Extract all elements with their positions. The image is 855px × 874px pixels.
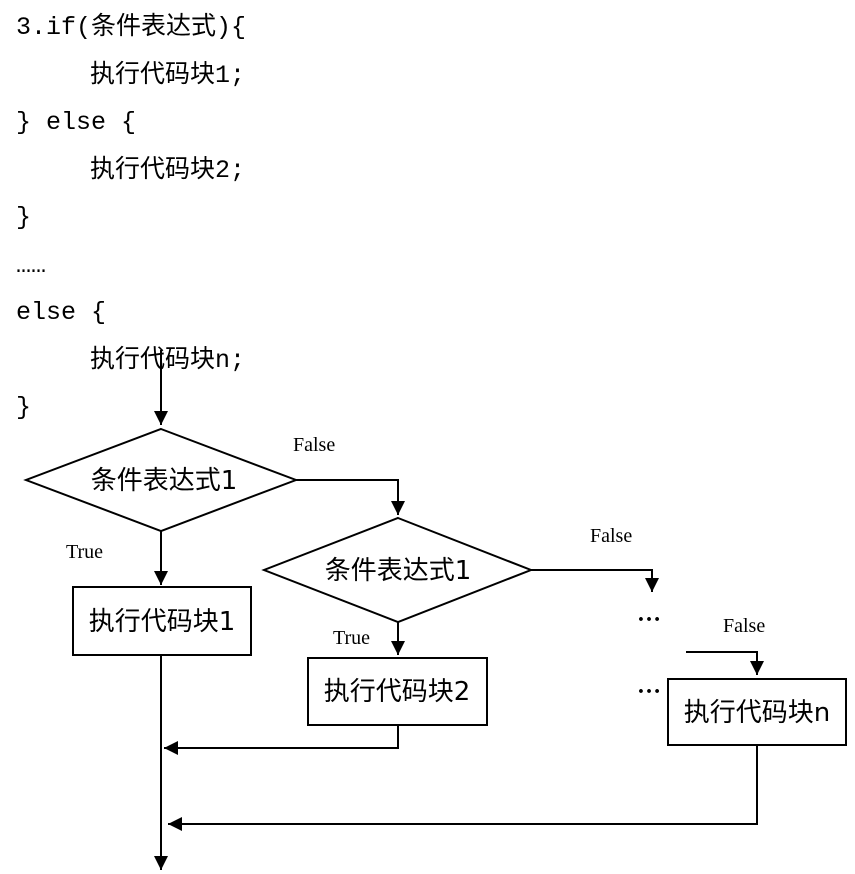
code-snippet: 3.if(条件表达式){ 执行代码块1; } else { 执行代码块2; } …: [16, 4, 246, 432]
code-line-final-brace: }: [16, 393, 32, 422]
decision-1-label: 条件表达式1: [91, 466, 238, 496]
code-line-ellipsis: ……: [16, 250, 47, 280]
code-line-if: 3.if(条件表达式){: [16, 13, 247, 42]
false-label-2: False: [590, 525, 632, 547]
false-label-1: False: [293, 434, 335, 456]
block-n-label: 执行代码块n: [684, 698, 830, 728]
ellipsis-1: …: [637, 601, 661, 627]
false-arrow-2: [531, 569, 659, 592]
false-arrow-3: [686, 651, 764, 675]
ellipsis-2: …: [637, 673, 661, 699]
false-arrow-1: [296, 479, 405, 515]
code-line-close-brace: }: [16, 203, 32, 232]
block-1-shape: [72, 586, 252, 656]
true-label-1: True: [66, 541, 103, 563]
false-label-3: False: [723, 615, 765, 637]
block-2-shape: [307, 657, 488, 726]
block-2-label: 执行代码块2: [324, 677, 471, 707]
return-arrow-n: [168, 745, 758, 831]
code-line-final-else: else {: [16, 298, 107, 327]
code-line-block1: 执行代码块1;: [90, 60, 246, 90]
return-arrow-2: [164, 725, 399, 755]
code-line-block2: 执行代码块2;: [90, 155, 246, 185]
code-line-else: } else {: [16, 108, 137, 137]
code-line-blockn: 执行代码块n;: [90, 345, 246, 375]
true-label-2: True: [333, 627, 370, 649]
decision-2-label: 条件表达式1: [325, 556, 472, 586]
block-1-label: 执行代码块1: [89, 607, 236, 637]
block-n-shape: [667, 678, 847, 746]
